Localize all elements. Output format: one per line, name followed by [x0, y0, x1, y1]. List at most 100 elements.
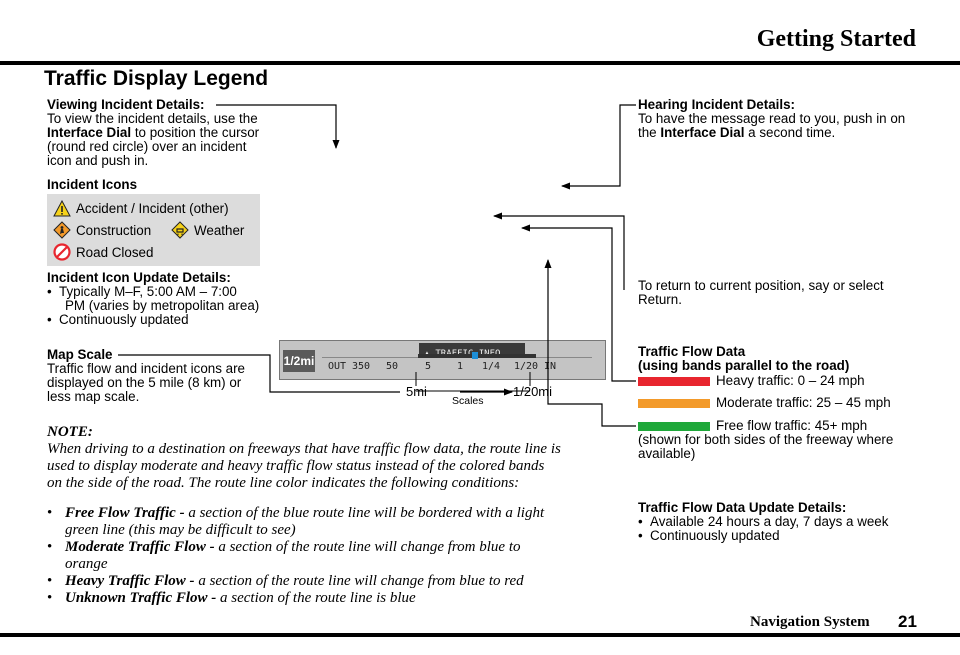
update-item1b: PM (varies by metropolitan area): [65, 298, 260, 313]
note-label: NOTE:: [47, 424, 93, 440]
free-label: Free flow traffic: 45+ mph: [716, 418, 868, 433]
scale-badge-label: 1/2mi: [283, 354, 315, 368]
return-line1: To return to current position, say or se…: [638, 278, 884, 293]
traffic-screen: 1/2mi ▲ TRAFFIC INFO OUT 350 50 5 1 1/4 …: [279, 340, 606, 380]
page-number: 21: [898, 612, 917, 631]
scale-right-label: 1/20mi: [513, 384, 553, 399]
map-scale-line3: less map scale.: [47, 389, 140, 404]
construction-icon: [53, 221, 71, 239]
return-line2: Return.: [638, 292, 682, 307]
note-bullet: Unknown Traffic Flow - a section of the …: [47, 590, 617, 607]
scale-label-1: 1: [457, 361, 464, 372]
scale-left-label: 5mi: [406, 384, 427, 399]
bullet-cont: orange: [65, 556, 108, 572]
section-title: Traffic Display Legend: [44, 67, 269, 90]
scale-label-1-4: 1/4: [482, 361, 501, 372]
bullet-term: Moderate Traffic Flow -: [65, 539, 219, 555]
flow-update-item: Continuously updated: [638, 529, 938, 544]
hearing-interface-dial-term: Interface Dial: [660, 125, 745, 140]
header-title: Getting Started: [756, 26, 916, 52]
scale-cursor: [472, 352, 478, 359]
note-line2: used to display moderate and heavy traff…: [47, 458, 545, 474]
viewing-connector: [216, 104, 340, 149]
update-item: Continuously updated: [47, 313, 287, 328]
moderate-label: Moderate traffic: 25 – 45 mph: [716, 395, 891, 410]
flow-update-list: Available 24 hours a day, 7 days a week …: [638, 515, 938, 544]
weather-icon: [171, 221, 189, 239]
bullet-term: Free Flow Traffic -: [65, 505, 189, 521]
hearing-block: Hearing Incident Details: To have the me…: [638, 98, 938, 140]
accident-icon: [53, 199, 71, 217]
bullet-term: Unknown Traffic Flow -: [65, 590, 221, 606]
heavy-band: [638, 377, 710, 386]
scales-caption: Scales: [452, 395, 484, 407]
footer-rule: [0, 633, 960, 637]
update-block: Incident Icon Update Details: Typically …: [47, 270, 287, 328]
header-rule: [0, 61, 960, 65]
note-bullet: Heavy Traffic Flow - a section of the ro…: [47, 573, 617, 590]
flow-heading-block: Traffic Flow Data (using bands parallel …: [638, 345, 938, 373]
flow-note2: available): [638, 446, 696, 461]
road-closed-icon: [53, 243, 71, 261]
accident-row: Accident / Incident (other): [53, 199, 229, 217]
road-closed-label: Road Closed: [76, 244, 154, 260]
flow-heading1: Traffic Flow Data: [638, 344, 746, 359]
return-connector: [493, 212, 625, 290]
car-icon: ▲: [423, 349, 431, 358]
viewing-line4: icon and push in.: [47, 153, 149, 168]
free-band: [638, 422, 710, 431]
viewing-block: Viewing Incident Details: To view the in…: [47, 98, 287, 168]
incident-icons-heading: Incident Icons: [47, 177, 138, 192]
update-item1a: Typically M–F, 5:00 AM – 7:00: [59, 284, 237, 299]
free-connector: [544, 259, 636, 427]
moderate-band: [638, 399, 710, 408]
note-bullets: Free Flow Traffic - a section of the blu…: [47, 505, 617, 607]
hearing-connector: [561, 104, 636, 190]
scale-label-50: 50: [386, 361, 399, 372]
flow-update-item: Available 24 hours a day, 7 days a week: [638, 515, 938, 530]
incident-icons-box: [47, 194, 260, 266]
bullet-text: a section of the blue route line will be…: [188, 505, 545, 521]
flow-note: (shown for both sides of the freeway whe…: [638, 433, 938, 461]
weather-row: Weather: [171, 221, 244, 239]
return-block: To return to current position, say or se…: [638, 279, 938, 307]
bullet-text: a section of the route line will change …: [218, 539, 521, 555]
accident-label: Accident / Incident (other): [76, 200, 229, 216]
scale-label-1-20: 1/20: [514, 361, 539, 372]
flow-heading2: (using bands parallel to the road): [638, 358, 850, 373]
viewing-line2: Interface Dial to position the cursor: [47, 126, 287, 140]
note-line3: on the side of the road. The route line …: [47, 475, 520, 491]
interface-dial-term: Interface Dial: [47, 125, 132, 140]
flow-update-heading: Traffic Flow Data Update Details:: [638, 500, 847, 515]
update-heading: Incident Icon Update Details:: [47, 270, 231, 285]
construction-label: Construction: [76, 222, 152, 238]
note-bullet: Free Flow Traffic - a section of the blu…: [47, 505, 617, 539]
map-scale-heading: Map Scale: [47, 347, 113, 362]
map-scale-connector: [118, 354, 400, 393]
scale-label-350: 350: [352, 361, 371, 372]
hearing-heading: Hearing Incident Details:: [638, 97, 796, 112]
scale-label-in: IN: [544, 361, 557, 372]
map-scale-line2: displayed on the 5 mile (8 km) or: [47, 375, 242, 390]
footer-label: Navigation System: [750, 614, 870, 630]
hearing-line2-pre: the: [638, 125, 661, 140]
flow-update-block: Traffic Flow Data Update Details: Availa…: [638, 500, 938, 544]
viewing-line3: (round red circle) over an incident: [47, 139, 247, 154]
closed-row: Road Closed: [53, 243, 153, 261]
hearing-line2-rest: a second time.: [744, 125, 836, 140]
note-line1: When driving to a destination on freeway…: [47, 441, 561, 457]
map-scale-block: Map Scale Traffic flow and incident icon…: [47, 348, 277, 404]
note-bullet: Moderate Traffic Flow - a section of the…: [47, 539, 617, 573]
bullet-cont: green line (this may be difficult to see…: [65, 522, 296, 538]
heavy-connector: [521, 224, 636, 382]
scale-track: OUT 350 50 5 1 1/4 1/20 IN: [322, 352, 592, 376]
map-scale-line1: Traffic flow and incident icons are: [47, 361, 245, 376]
hearing-line2: the Interface Dial a second time.: [638, 126, 938, 140]
weather-label: Weather: [194, 222, 245, 238]
viewing-heading: Viewing Incident Details:: [47, 97, 205, 112]
scale-label-5: 5: [425, 361, 432, 372]
scale-badge: 1/2mi: [283, 350, 315, 372]
note-block: NOTE: When driving to a destination on f…: [47, 424, 617, 607]
